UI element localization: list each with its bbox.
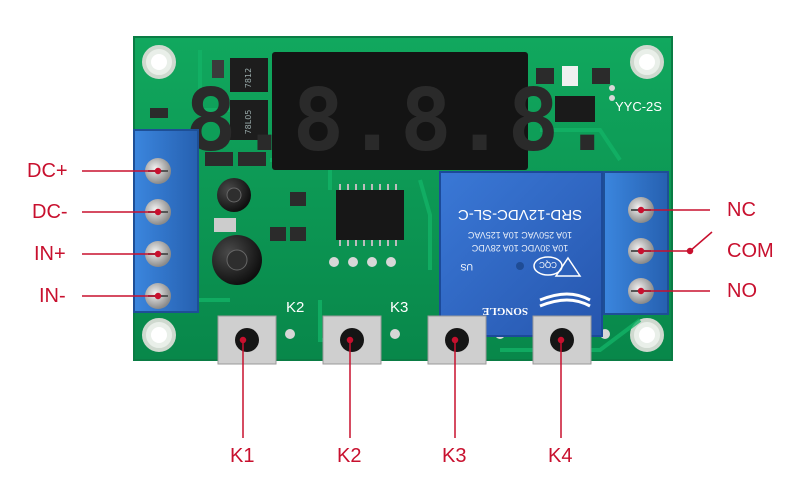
label-no: NO	[727, 280, 757, 302]
mounting-hole	[630, 318, 664, 352]
mounting-hole	[142, 318, 176, 352]
label-dc-plus: DC+	[27, 160, 68, 182]
voltage-regulator-78l05: 78L05	[230, 100, 268, 140]
label-k1: K1	[230, 445, 255, 467]
smd-resistor	[150, 60, 610, 241]
svg-text:SONGLE: SONGLE	[482, 305, 528, 317]
label-dc-minus: DC-	[32, 201, 68, 223]
callout-lines	[82, 167, 713, 438]
mounting-hole	[630, 45, 664, 79]
microcontroller-chip	[336, 184, 404, 246]
songle-logo: SONGLE	[482, 292, 591, 317]
small-ic	[555, 96, 595, 122]
svg-text:CQC: CQC	[539, 260, 557, 269]
svg-text:7812: 7812	[244, 68, 253, 88]
diode	[214, 218, 236, 232]
relay-rating-text: 10A 30VDC 10A 28VDC	[471, 243, 568, 253]
label-k2: K2	[337, 445, 362, 467]
silkscreen-k3-label: K3	[390, 299, 408, 316]
label-nc: NC	[727, 199, 756, 221]
board-model-label: YYC-2S	[615, 99, 662, 114]
seven-segment-display: 8.8.8.8.	[185, 52, 615, 171]
ul-mark: US	[460, 262, 473, 272]
silkscreen-k2-label: K2	[286, 299, 304, 316]
relay: SRD-12VDC-SL-C 10A 250VAC 10A 125VAC 10A…	[439, 171, 603, 337]
label-k4: K4	[548, 445, 573, 467]
voltage-regulator-7812: 7812	[230, 58, 268, 92]
electrolytic-capacitor	[217, 178, 251, 212]
label-com: COM	[727, 240, 774, 262]
relay-rating-text: 10A 250VAC 10A 125VAC	[467, 230, 572, 240]
label-k3: K3	[442, 445, 467, 467]
electrolytic-capacitor	[212, 235, 262, 285]
warning-triangle-icon	[554, 256, 582, 277]
svg-text:8.8.8.8.: 8.8.8.8.	[185, 71, 615, 171]
push-button-k1[interactable]	[217, 315, 277, 365]
label-in-plus: IN+	[34, 243, 66, 265]
svg-text:78L05: 78L05	[244, 110, 253, 135]
relay-model-text: SRD-12VDC-SL-C	[458, 206, 582, 223]
left-terminal-block	[133, 129, 199, 313]
label-in-minus: IN-	[39, 285, 66, 307]
mounting-hole	[142, 45, 176, 79]
right-terminal-block	[603, 171, 669, 315]
